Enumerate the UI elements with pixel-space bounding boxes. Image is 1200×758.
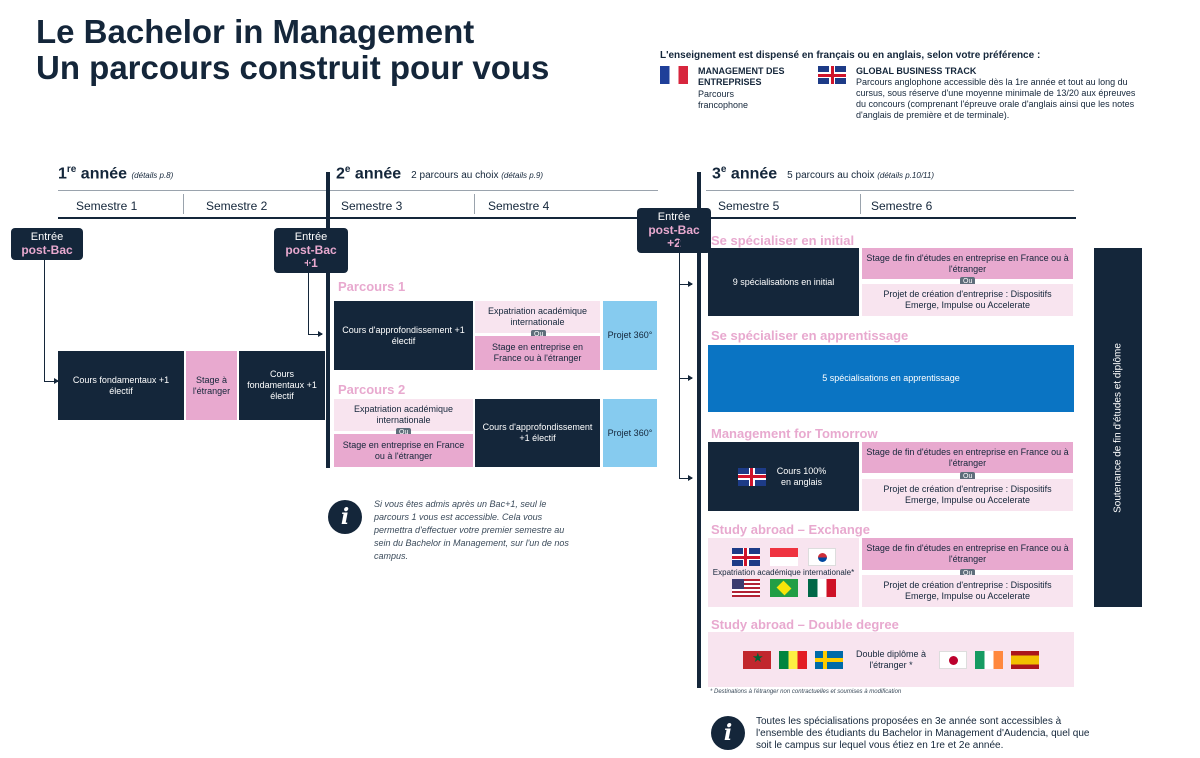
- semester-6: Semestre 6: [871, 199, 933, 213]
- ou-badge: Ou: [960, 569, 976, 578]
- flag-korea-icon: [807, 548, 836, 566]
- year-2-heading: 2e année 2 parcours au choix (détails p.…: [336, 164, 544, 183]
- ou-badge: Ou: [531, 330, 547, 339]
- flag-france-icon: [660, 66, 688, 89]
- semester-divider: [183, 194, 184, 214]
- soutenance-bar: Soutenance de fin d'études et diplôme: [1094, 248, 1142, 607]
- mft-projet-creation: Projet de création d'entreprise : Dispos…: [862, 479, 1073, 511]
- exchange-projet-creation: Projet de création d'entreprise : Dispos…: [862, 575, 1073, 607]
- parcours2-cours-approfondissement: Cours d'approfondissement +1 électif: [475, 399, 600, 467]
- year-3-heading: 3e année 5 parcours au choix (détails p.…: [712, 164, 935, 183]
- initial-projet-creation: Projet de création d'entreprise : Dispos…: [862, 284, 1073, 316]
- exchange-stage-fin-etudes: Stage de fin d'études en entreprise en F…: [862, 538, 1073, 570]
- double-degree-title: Study abroad – Double degree: [711, 617, 899, 632]
- parcours1-expatriation: Expatriation académique internationale: [475, 301, 600, 333]
- parcours2-projet-360: Projet 360°: [603, 399, 657, 467]
- double-degree-box: Double diplôme à l'étranger *: [708, 632, 1074, 687]
- semester-2: Semestre 2: [206, 199, 268, 213]
- parcours1-cours-approfondissement: Cours d'approfondissement +1 électif: [334, 301, 473, 370]
- mft-box: Cours 100% en anglais: [708, 442, 859, 511]
- initial-stage-fin-etudes: Stage de fin d'études en entreprise en F…: [862, 248, 1073, 279]
- year-divider: [706, 190, 1074, 191]
- year-separator: [697, 172, 701, 688]
- exchange-title: Study abroad – Exchange: [711, 522, 870, 537]
- initial-specialisations: 9 spécialisations en initial: [708, 248, 859, 316]
- flag-senegal-icon: [779, 650, 807, 669]
- arrow-icon: [679, 375, 693, 381]
- arrow-icon: [679, 281, 693, 287]
- ou-badge: Ou: [396, 428, 412, 437]
- semester-divider: [474, 194, 475, 214]
- connector-line: [44, 260, 45, 381]
- connector-line: [679, 240, 680, 478]
- ou-badge: Ou: [960, 277, 976, 286]
- year1-cours-fondamentaux-1: Cours fondamentaux +1 électif: [58, 351, 184, 420]
- parcours-2-title: Parcours 2: [338, 382, 406, 397]
- flag-spain-icon: [1011, 650, 1039, 669]
- arrow-icon: [44, 378, 59, 384]
- flag-mexico-icon: [807, 579, 836, 597]
- year1-stage-etranger: Stage à l'étranger: [186, 351, 237, 420]
- timeline-axis: [58, 217, 1076, 219]
- parcours2-expatriation: Expatriation académique internationale: [334, 399, 473, 431]
- soutenance-label: Soutenance de fin d'études et diplôme: [1112, 343, 1124, 513]
- flag-brazil-icon: [769, 579, 798, 597]
- info-icon: i: [711, 716, 745, 750]
- arrow-icon: [679, 475, 693, 481]
- exchange-label: Expatriation académique internationale*: [712, 568, 855, 577]
- parcours1-projet-360: Projet 360°: [603, 301, 657, 370]
- apprentissage-specialisations: 5 spécialisations en apprentissage: [708, 345, 1074, 412]
- flag-sweden-icon: [815, 650, 843, 669]
- semester-divider: [860, 194, 861, 214]
- mft-label: Cours 100% en anglais: [776, 465, 827, 487]
- en-track-desc: Parcours anglophone accessible dès la 1r…: [856, 77, 1136, 120]
- en-track-title: GLOBAL BUSINESS TRACK: [856, 66, 977, 76]
- semester-4: Semestre 4: [488, 199, 550, 213]
- parcours1-stage-entreprise: Stage en entreprise en France ou à l'étr…: [475, 336, 600, 370]
- year-separator: [326, 172, 330, 468]
- flag-japan-icon: [939, 650, 967, 669]
- parcours-1-title: Parcours 1: [338, 279, 406, 294]
- year-divider: [58, 190, 658, 191]
- double-degree-label: Double diplôme à l'étranger *: [855, 648, 927, 670]
- ou-badge: Ou: [960, 472, 976, 481]
- flag-ireland-icon: [975, 650, 1003, 669]
- flag-uk-icon: [731, 548, 760, 566]
- flag-uk-icon: [737, 467, 766, 486]
- connector-line: [308, 260, 309, 334]
- footnote: * Destinations à l'étranger non contract…: [710, 689, 902, 695]
- exchange-box: Expatriation académique internationale*: [708, 538, 859, 607]
- mft-title: Management for Tomorrow: [711, 426, 878, 441]
- arrow-icon: [308, 331, 323, 337]
- fr-track-title: MANAGEMENT DES ENTREPRISES: [698, 66, 785, 87]
- language-intro: L'enseignement est dispensé en français …: [660, 50, 1041, 61]
- semester-1: Semestre 1: [76, 199, 138, 213]
- flag-usa-icon: [731, 579, 760, 597]
- flag-singapore-icon: [769, 548, 798, 566]
- year1-cours-fondamentaux-2: Cours fondamentaux +1 électif: [239, 351, 325, 420]
- semester-3: Semestre 3: [341, 199, 403, 213]
- fr-track-desc: Parcours francophone: [698, 89, 749, 110]
- title-line-1: Le Bachelor in Management: [36, 13, 475, 50]
- parcours2-stage-entreprise: Stage en entreprise en France ou à l'étr…: [334, 434, 473, 467]
- semester-5: Semestre 5: [718, 199, 780, 213]
- flag-morocco-icon: [743, 650, 771, 669]
- flag-uk-icon: [818, 66, 846, 89]
- year-1-heading: 1re année (détails p.8): [58, 164, 174, 183]
- info-icon: i: [328, 500, 362, 534]
- mft-stage-fin-etudes: Stage de fin d'études en entreprise en F…: [862, 442, 1073, 473]
- title-line-2: Un parcours construit pour vous: [36, 49, 550, 86]
- initial-title: Se spécialiser en initial: [711, 233, 855, 248]
- year3-info-note: Toutes les spécialisations proposées en …: [756, 716, 1090, 751]
- apprentissage-title: Se spécialiser en apprentissage: [711, 328, 909, 343]
- year2-info-note: Si vous êtes admis après un Bac+1, seul …: [374, 499, 569, 561]
